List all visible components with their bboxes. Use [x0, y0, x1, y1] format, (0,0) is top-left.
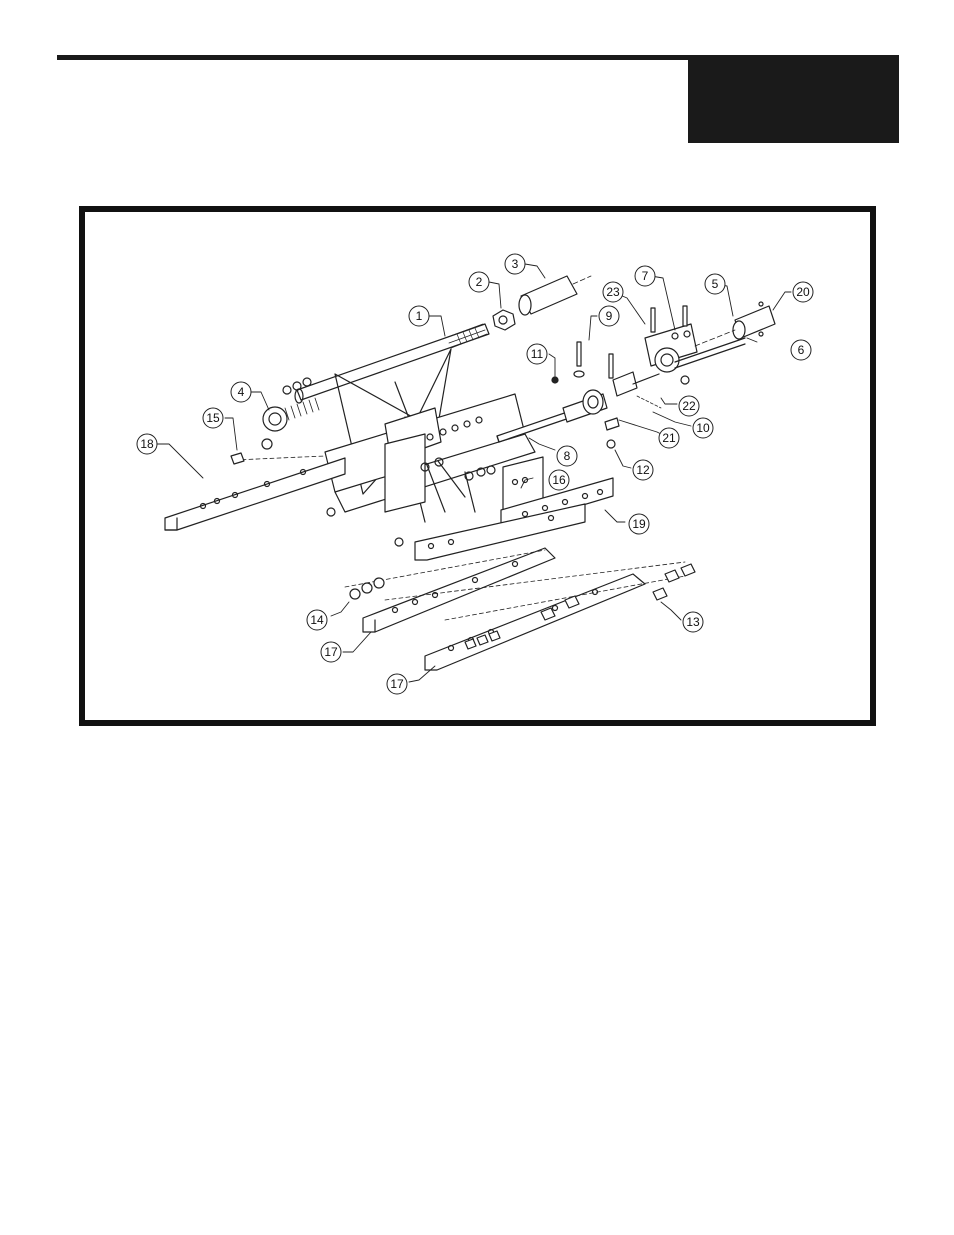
callout-7: 7	[642, 269, 649, 283]
bolt-15	[231, 453, 244, 464]
pillow-block	[563, 390, 619, 430]
callout-22: 22	[682, 399, 696, 413]
callout-15: 15	[206, 411, 220, 425]
callout-23: 23	[606, 285, 620, 299]
callout-17-lower: 17	[390, 677, 404, 691]
callout-14: 14	[310, 613, 324, 627]
callout-8: 8	[564, 449, 571, 463]
callout-circles	[137, 254, 813, 694]
clamp-10	[613, 372, 661, 408]
callout-2: 2	[476, 275, 483, 289]
callout-1: 1	[416, 309, 423, 323]
callout-6: 6	[798, 343, 805, 357]
callout-18: 18	[140, 437, 154, 451]
callout-5: 5	[712, 277, 719, 291]
callout-19: 19	[632, 517, 646, 531]
callout-9: 9	[606, 309, 613, 323]
callout-20: 20	[796, 285, 810, 299]
section-tab-block	[688, 55, 899, 143]
exploded-parts-diagram: 1 2 3 4 5 6 7 8 9 10 11 12 13 14 15 16 1…	[79, 206, 876, 726]
callout-10: 10	[696, 421, 710, 435]
angle-bracket-17-lower	[385, 562, 685, 670]
nut-and-coupler	[493, 276, 591, 330]
bearing-bracket-7	[645, 306, 745, 384]
callout-12: 12	[636, 463, 650, 477]
callout-4: 4	[238, 385, 245, 399]
callout-3: 3	[512, 257, 519, 271]
callout-13: 13	[686, 615, 700, 629]
bolt-9	[574, 342, 613, 378]
callout-11: 11	[531, 347, 544, 361]
callout-21: 21	[662, 431, 676, 445]
callout-17-upper: 17	[324, 645, 338, 659]
main-tube	[295, 324, 489, 403]
callout-16: 16	[552, 473, 566, 487]
parts-drawing: 1 2 3 4 5 6 7 8 9 10 11 12 13 14 15 16 1…	[85, 212, 870, 720]
sleeve-5	[695, 302, 775, 346]
